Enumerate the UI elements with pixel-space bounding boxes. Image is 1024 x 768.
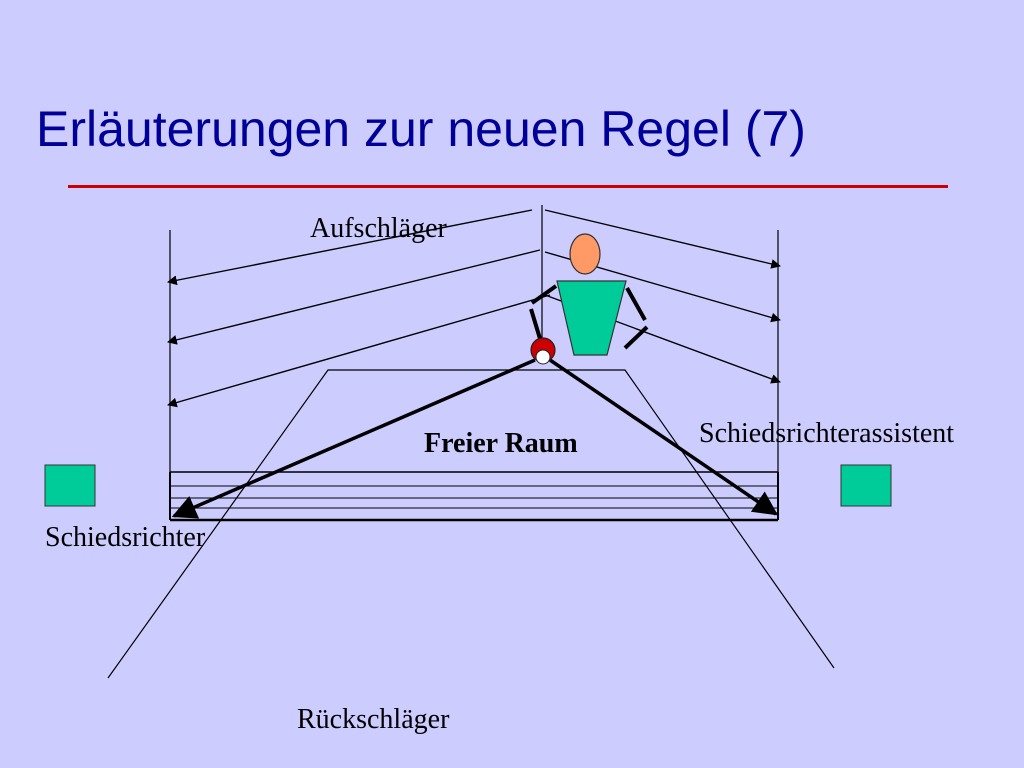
umpire-assistant-marker: [840, 464, 892, 507]
umpire-label: Schiedsrichter: [45, 522, 206, 553]
sight-arrow-left-2: [167, 249, 541, 345]
umpire-marker: [44, 464, 96, 507]
free-space-label: Freier Raum: [424, 428, 578, 459]
server-right-lower-arm: [623, 325, 649, 350]
table: [169, 471, 779, 522]
ball-arrow-left: [171, 358, 536, 519]
title-underline: [68, 185, 948, 188]
server-left-lower-arm: [529, 308, 543, 343]
page-title: Erläuterungen zur neuen Regel (7): [36, 101, 806, 157]
ball-arrow-right: [549, 358, 779, 516]
sight-arrow-left-1: [167, 209, 533, 286]
umpire-assistant-label: Schiedsrichterassistent: [699, 418, 955, 449]
server-figure: [529, 233, 649, 365]
server-label: Aufschläger: [310, 213, 447, 244]
receiver-label: Rückschläger: [297, 704, 450, 735]
server-left-upper-arm: [530, 284, 558, 305]
sight-arrow-right-1: [544, 209, 781, 269]
ball: [535, 349, 551, 365]
free-space-outline: [107, 369, 835, 679]
sight-arrow-left-3: [167, 294, 551, 408]
server-head: [569, 233, 601, 275]
server-right-upper-arm: [625, 287, 647, 321]
server-body: [556, 280, 627, 356]
